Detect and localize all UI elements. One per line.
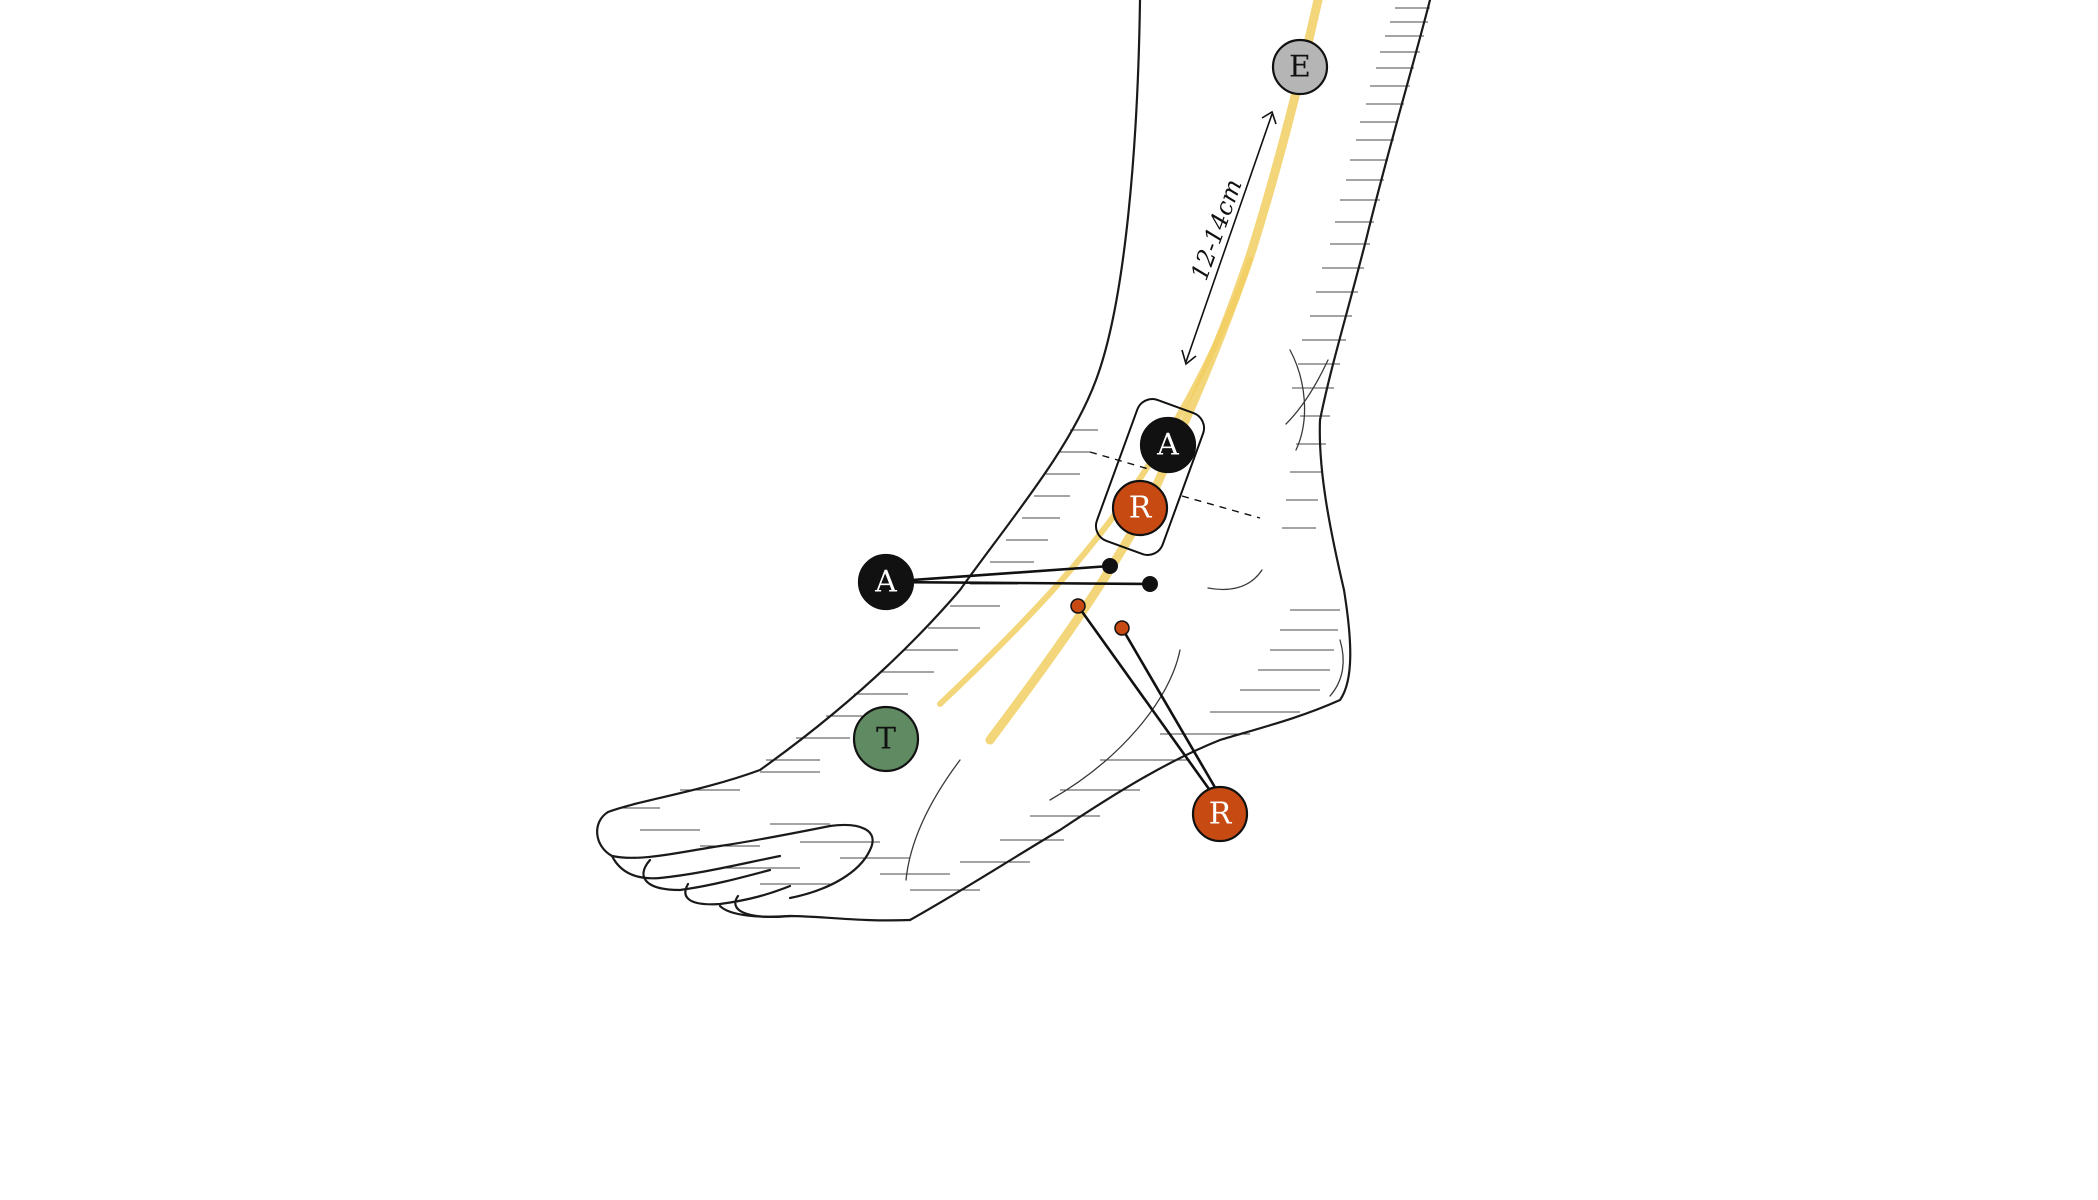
lead-reference-right xyxy=(1120,626,1222,798)
marker-electrode-top: E xyxy=(1271,38,1329,96)
dimension-arrow-bottom xyxy=(1181,349,1197,366)
toe-three-outline xyxy=(642,858,772,892)
contact-point-reference-right xyxy=(1114,620,1130,636)
marker-electrode-top-circle xyxy=(1271,38,1329,96)
ankle-crease xyxy=(1289,349,1306,451)
marker-target-label: T xyxy=(876,722,896,757)
marker-electrode-top-label: E xyxy=(1289,50,1311,85)
toe-two-outline xyxy=(610,854,782,880)
shading-hatch-shin xyxy=(1282,7,1430,529)
marker-reference-side-circle xyxy=(1191,785,1249,843)
marker-active-box-label: A xyxy=(1156,428,1179,463)
marker-active-box: A xyxy=(1139,416,1197,474)
dimension-line xyxy=(1185,113,1273,363)
shading-hatch-toes xyxy=(620,771,980,891)
toe-five-outline xyxy=(734,894,792,918)
marker-reference-box-label: R xyxy=(1129,491,1153,526)
ankle-bone-outline xyxy=(1207,569,1263,591)
contact-point-active-upper xyxy=(1102,558,1118,574)
nerve-path-branch xyxy=(937,257,1253,707)
heel-curve xyxy=(1329,639,1344,697)
leg-front-outline xyxy=(606,0,1142,814)
contact-point-active-lower xyxy=(1142,576,1158,592)
dimension-label: 12-14cm xyxy=(1185,175,1247,284)
marker-active-box-circle xyxy=(1139,416,1197,474)
electrode-box-outline xyxy=(1094,398,1206,556)
dimension-arrow-top xyxy=(1261,110,1277,125)
lead-reference-left xyxy=(1076,604,1216,798)
electrode-box-guide-upper xyxy=(1089,451,1153,471)
tendon-line xyxy=(1049,649,1181,801)
marker-reference-box-circle xyxy=(1111,479,1169,537)
marker-target: T xyxy=(852,705,920,773)
marker-reference-side: R xyxy=(1191,785,1249,843)
leg-back-outline xyxy=(908,0,1432,922)
sole-outline xyxy=(718,904,912,922)
marker-target-circle xyxy=(852,705,920,773)
lateral-shin-line xyxy=(1285,359,1329,425)
marker-active-side-circle xyxy=(857,553,915,611)
contact-point-reference-left xyxy=(1070,598,1086,614)
nerve-path-main xyxy=(985,0,1323,745)
foot-illustration xyxy=(596,0,1432,922)
shading-hatch-heel xyxy=(960,609,1340,863)
toe-four-outline xyxy=(684,882,792,906)
marker-reference-side-label: R xyxy=(1209,797,1233,832)
metatarsal-line xyxy=(905,759,961,881)
lead-wires xyxy=(882,558,1222,798)
big-toe-outline xyxy=(596,810,874,900)
marker-active-side-label: A xyxy=(874,565,897,600)
lead-active-upper xyxy=(882,564,1112,584)
lead-active-lower xyxy=(882,580,1152,586)
marker-reference-box: R xyxy=(1111,479,1169,537)
electrode-box xyxy=(1089,398,1261,556)
marker-active-side: A xyxy=(857,553,915,611)
electrode-box-guide-lower xyxy=(1181,495,1261,519)
